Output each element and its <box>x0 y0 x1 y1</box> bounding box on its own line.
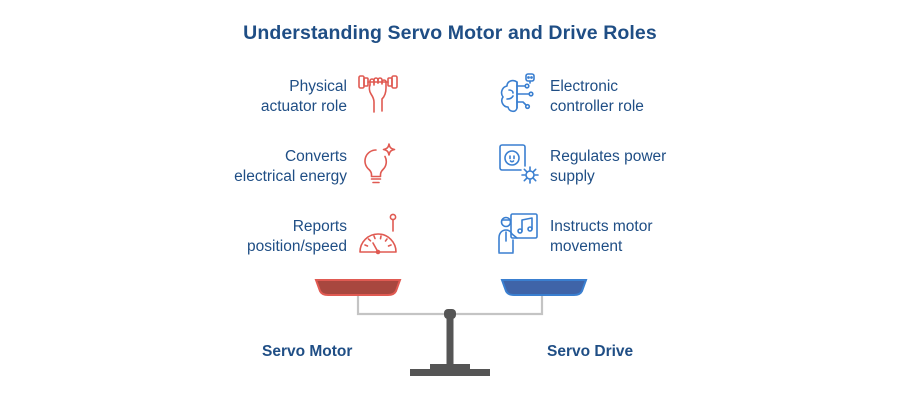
servo-drive-label: Servo Drive <box>547 343 634 360</box>
brain-circuit-icon <box>497 72 541 116</box>
servo-motor-label: Servo Motor <box>262 343 353 360</box>
power-outlet-gear-icon <box>497 142 541 186</box>
drive-pan <box>500 279 588 296</box>
scale-base <box>410 364 490 376</box>
motor-pan <box>314 279 402 296</box>
hand-dumbbell-icon <box>356 72 400 116</box>
diagram-title: Understanding Servo Motor and Drive Role… <box>243 22 657 44</box>
teacher-music-board-icon <box>497 212 541 256</box>
speedometer-gauge-icon <box>356 212 400 256</box>
lightbulb-sparkle-icon <box>356 142 400 186</box>
scale-pole <box>446 315 454 367</box>
